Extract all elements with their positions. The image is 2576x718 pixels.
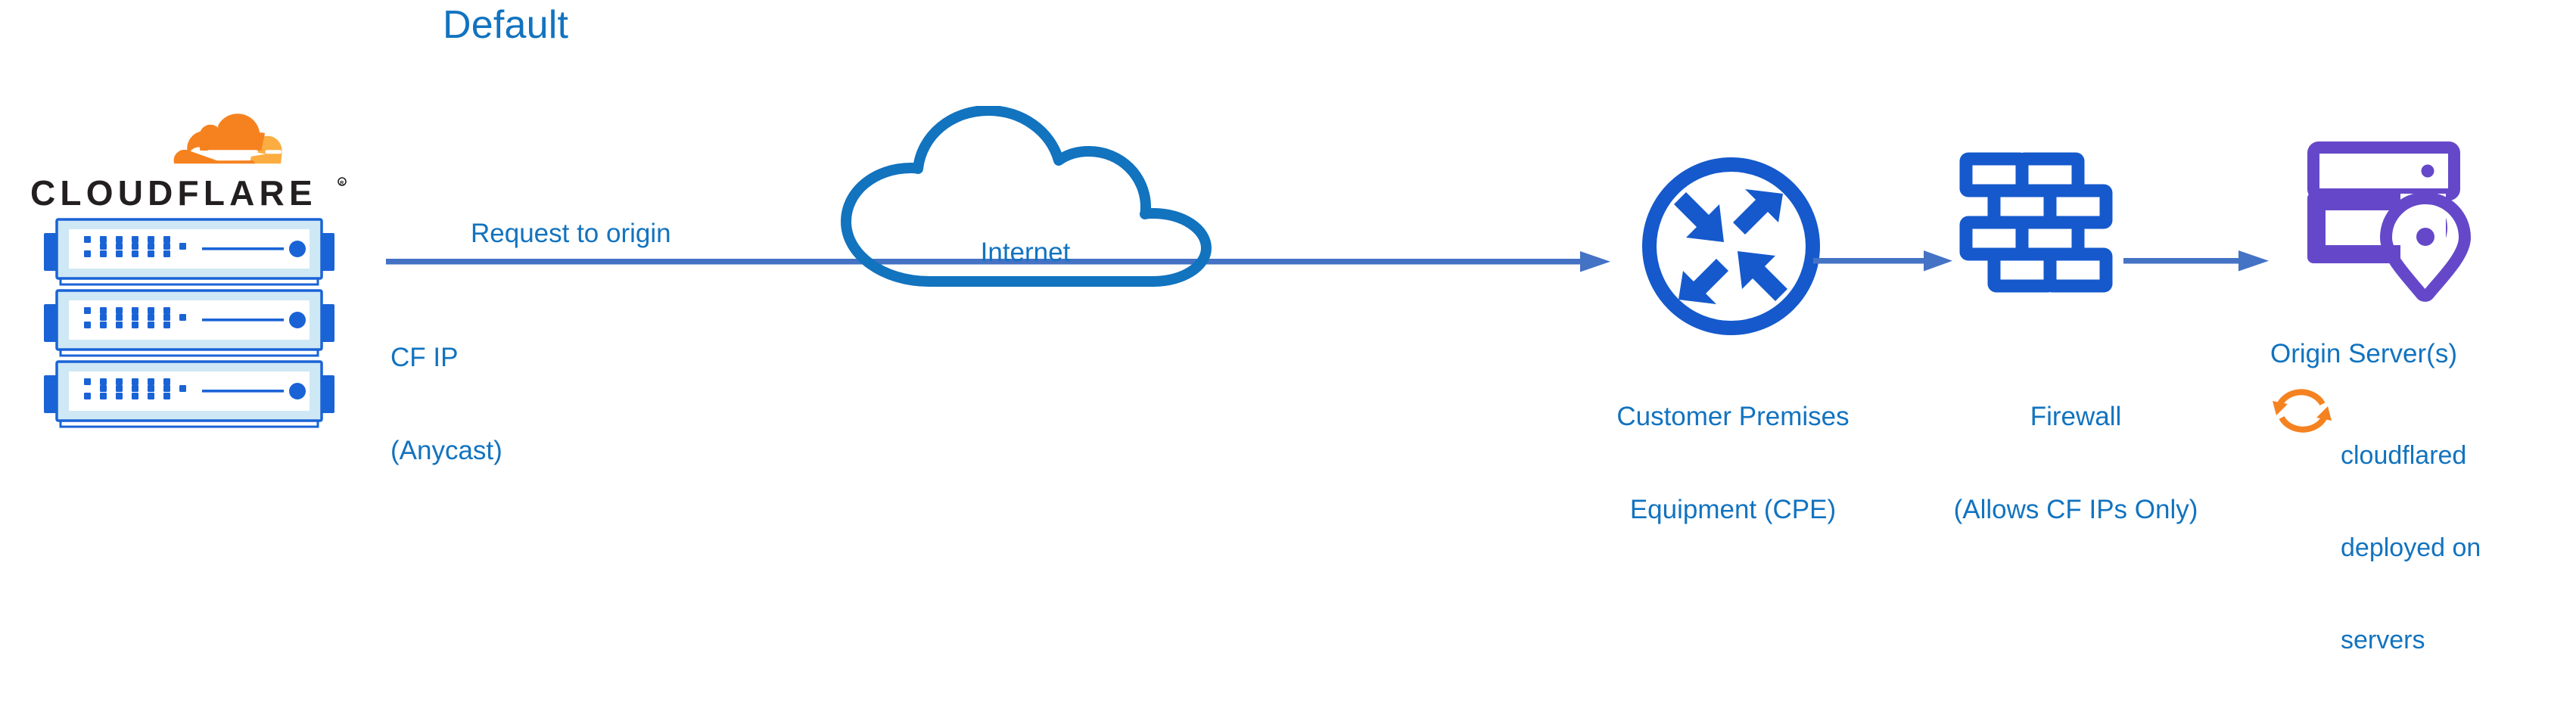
internet-cloud-node: Internet: [832, 106, 1264, 291]
cpe-label: Customer Premises Equipment (CPE): [1544, 338, 1922, 588]
network-switch-icon: [17, 216, 361, 286]
cloudflared-note-line3: servers: [2341, 626, 2425, 655]
arrow-firewall-to-origin: [2123, 247, 2275, 275]
firewall-label-line2: (Allows CF IPs Only): [1953, 495, 2198, 525]
request-to-origin-label: Request to origin: [471, 219, 671, 248]
cloudflared-note: cloudflared deployed on servers: [2341, 378, 2568, 718]
diagram-canvas: Default CLOUDFLARE R: [17, 3, 2481, 655]
internet-label: Internet: [981, 238, 1071, 267]
network-switch-icon: [17, 359, 361, 428]
svg-text:CLOUDFLARE: CLOUDFLARE: [30, 173, 317, 213]
cpe-label-line2: Equipment (CPE): [1629, 495, 1837, 525]
cloudflare-wordmark: CLOUDFLARE R: [30, 173, 347, 213]
network-switch-icon: [17, 288, 361, 357]
firewall-label: Firewall (Allows CF IPs Only): [1913, 338, 2238, 588]
origin-server-label: Origin Server(s): [2270, 339, 2457, 368]
refresh-cycle-icon: [2270, 378, 2335, 443]
cloudflared-note-line1: cloudflared: [2341, 440, 2467, 470]
server-rack-location-icon: [2307, 141, 2475, 303]
cloudflare-cloud-mark-icon: [173, 113, 282, 164]
page-title: Default: [443, 3, 569, 47]
firewall-label-line1: Firewall: [2030, 401, 2122, 431]
cf-ip-anycast-label: CF IP (Anycast): [390, 279, 502, 529]
cpe-label-line1: Customer Premises: [1616, 401, 1850, 431]
cf-ip-line2: (Anycast): [390, 436, 502, 466]
cloudflare-logo: CLOUDFLARE R: [30, 106, 348, 216]
svg-text:R: R: [340, 181, 344, 186]
arrow-edge-to-cpe: [386, 246, 1616, 278]
arrow-cpe-to-firewall: [1813, 247, 1957, 275]
router-icon: [1635, 150, 1828, 343]
cloudflared-note-line2: deployed on: [2341, 533, 2481, 562]
cf-ip-line1: CF IP: [390, 342, 459, 372]
brick-wall-icon: [1957, 150, 2117, 313]
